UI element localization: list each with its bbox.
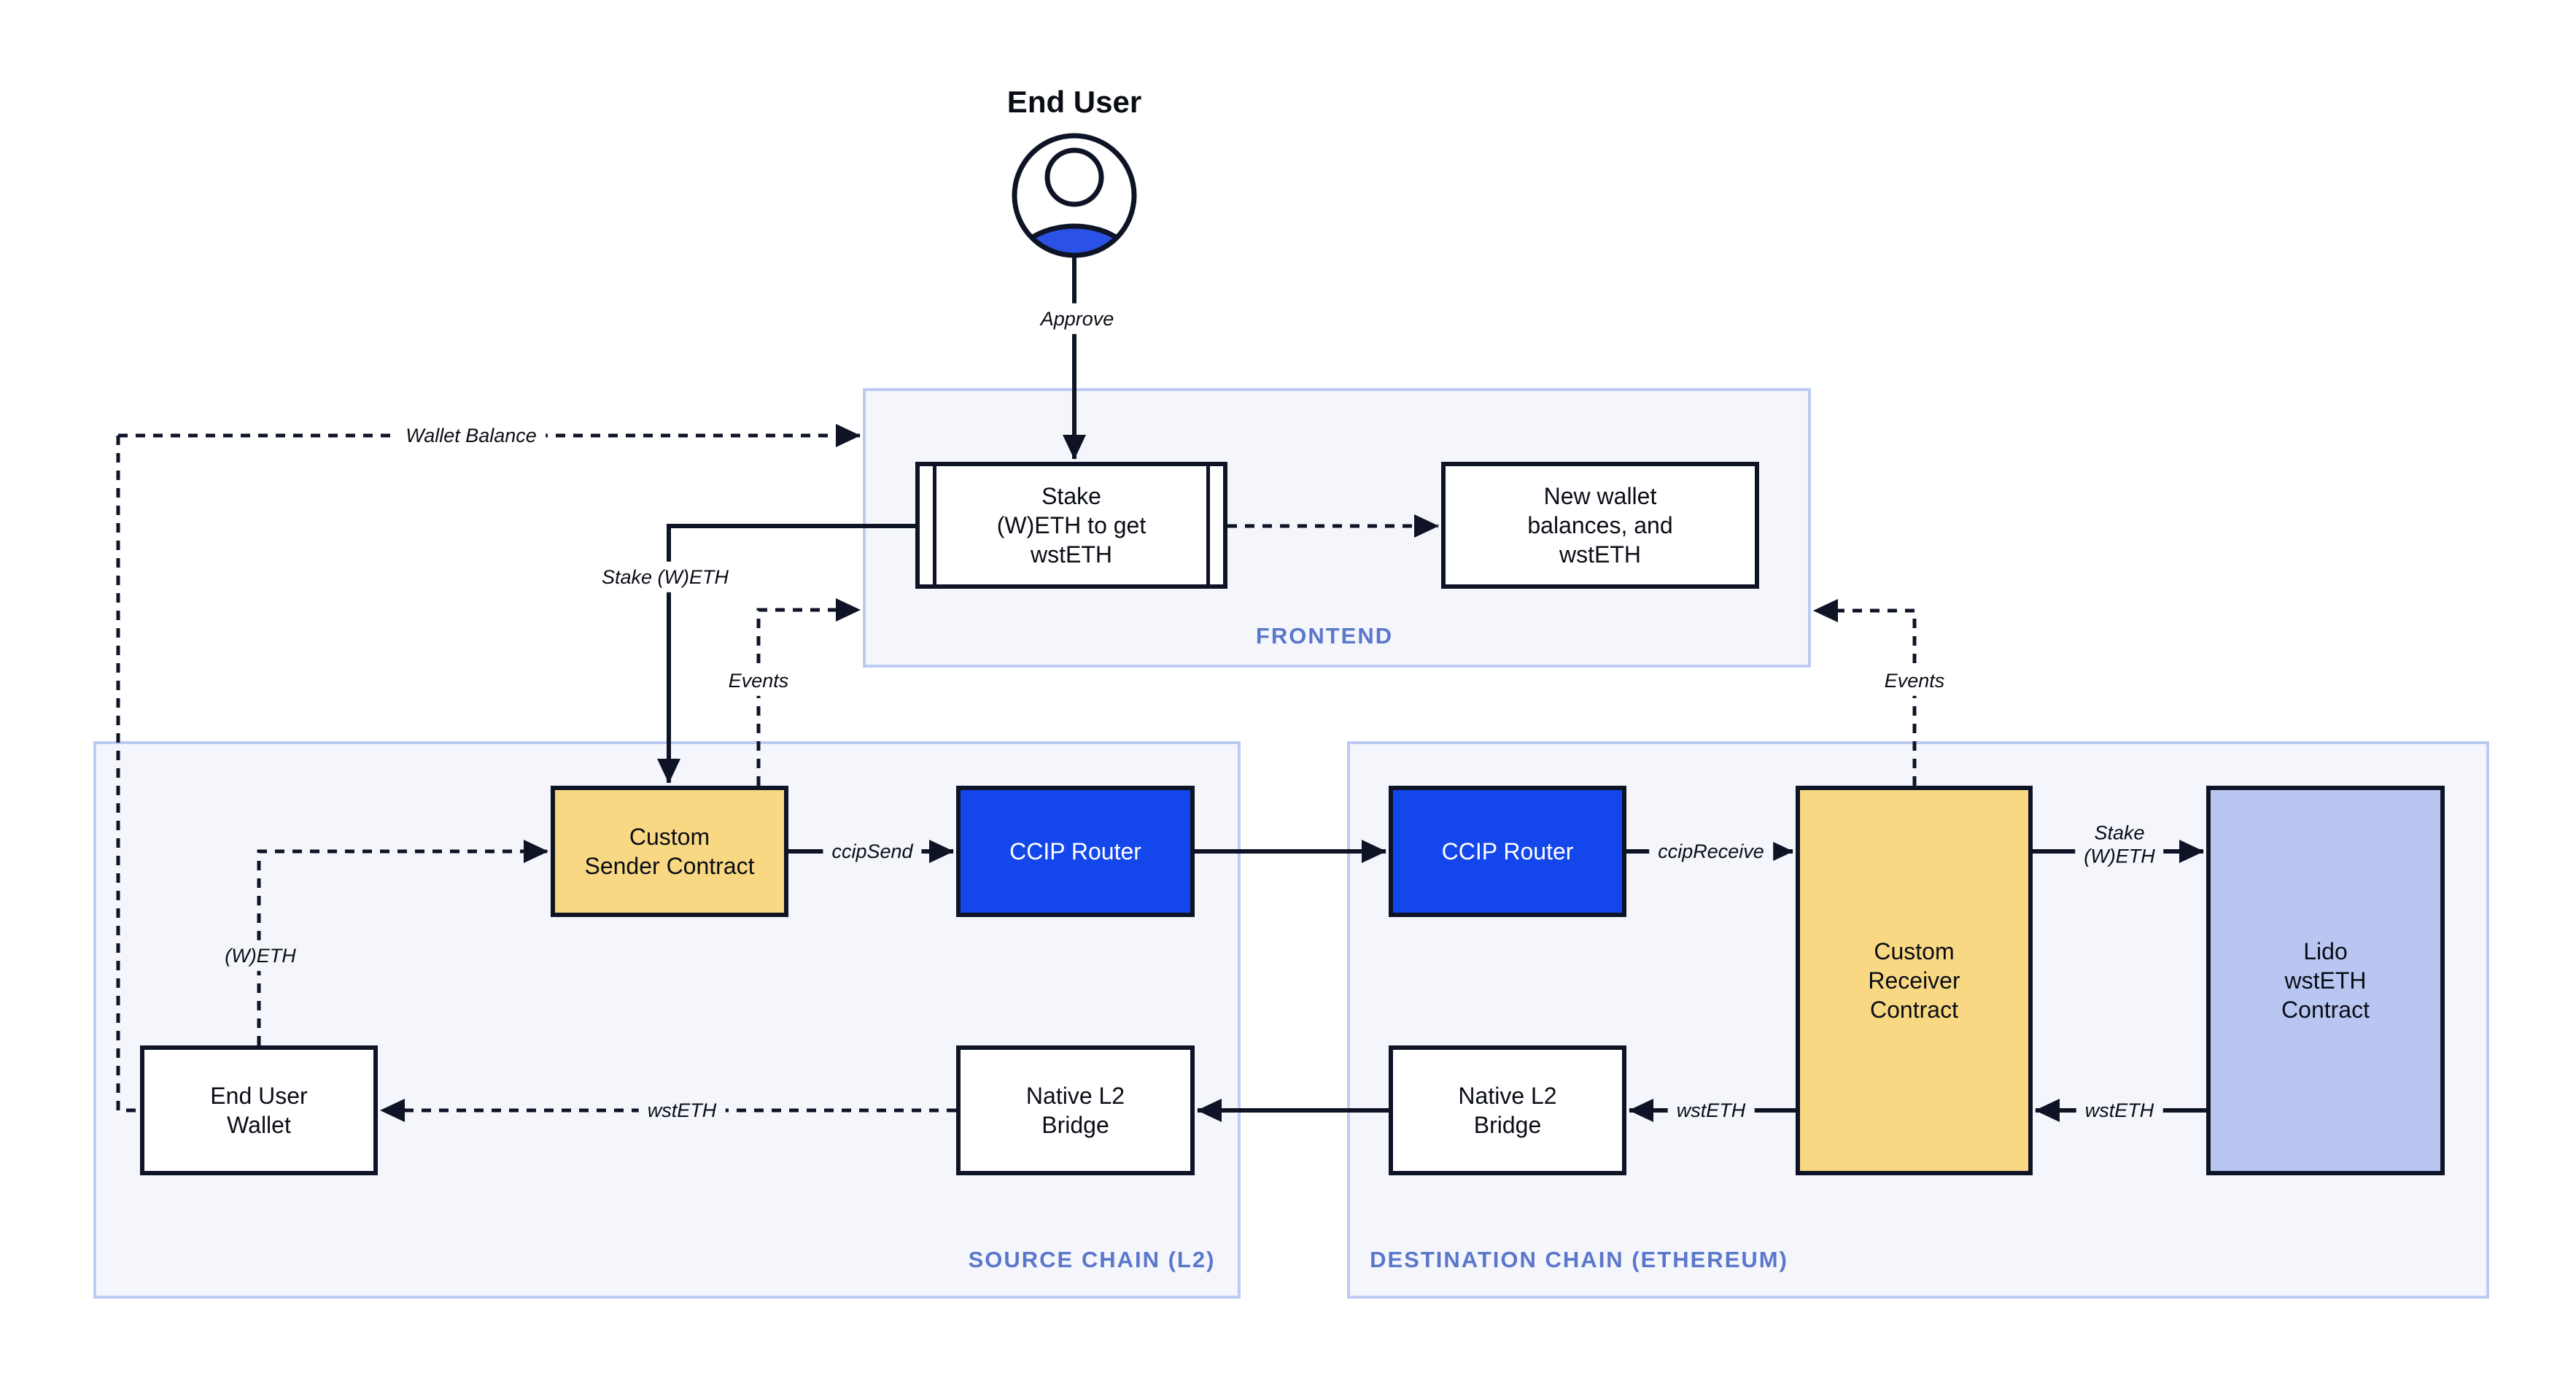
events-right-arrow — [1813, 599, 1917, 786]
ccip-router-source-box: CCIP Router — [956, 786, 1195, 917]
native-bridge-source-box: Native L2 Bridge — [956, 1045, 1195, 1175]
stake-weth-right-label: Stake (W)ETH — [2075, 817, 2164, 873]
lido-contract-box: Lido wstETH Contract — [2206, 786, 2445, 1175]
approve-label: Approve — [1031, 303, 1123, 335]
ccip-router-dest-box: CCIP Router — [1389, 786, 1626, 917]
stake-ui-box: Stake (W)ETH to get wstETH — [915, 462, 1227, 589]
wsteth-to-wallet-label: wstETH — [638, 1094, 726, 1126]
subprocess-bar-right — [1206, 466, 1210, 584]
wsteth-to-receiver-label: wstETH — [2076, 1094, 2163, 1126]
events-right-label: Events — [1875, 665, 1954, 697]
end-user-label: End User — [1006, 85, 1142, 119]
end-user-wallet-label: End User Wallet — [210, 1083, 308, 1138]
ccipsend-label: ccipSend — [823, 835, 922, 867]
destination-chain-label: DESTINATION CHAIN (ETHEREUM) — [1370, 1247, 1788, 1272]
native-bridge-source-label: Native L2 Bridge — [1025, 1083, 1125, 1138]
wallet-balance-label: Wallet Balance — [397, 419, 546, 452]
events-left-label: Events — [719, 665, 798, 697]
custom-sender-label: Custom Sender Contract — [584, 824, 755, 879]
custom-sender-box: Custom Sender Contract — [551, 786, 788, 917]
ccipreceive-label: ccipReceive — [1649, 835, 1773, 867]
wallet-balance-return-line — [116, 436, 140, 1113]
native-bridge-dest-box: Native L2 Bridge — [1389, 1045, 1626, 1175]
weth-wallet-to-sender-arrow — [257, 840, 548, 1045]
custom-receiver-label: Custom Receiver Contract — [1868, 938, 1960, 1023]
subprocess-bar-left — [933, 466, 936, 584]
end-user-wallet-box: End User Wallet — [140, 1045, 378, 1175]
stake-ui-label: Stake (W)ETH to get wstETH — [996, 483, 1147, 568]
native-bridge-dest-label: Native L2 Bridge — [1458, 1083, 1557, 1138]
events-left-arrow — [756, 598, 861, 786]
wsteth-to-dest-bridge-label: wstETH — [1667, 1094, 1755, 1126]
frontend-label: FRONTEND — [1255, 623, 1394, 649]
new-wallet-box: New wallet balances, and wstETH — [1441, 462, 1759, 589]
stake-weth-arrow — [657, 524, 915, 784]
lido-contract-label: Lido wstETH Contract — [2281, 938, 2370, 1023]
custom-receiver-box: Custom Receiver Contract — [1796, 786, 2033, 1175]
stake-weth-label: Stake (W)ETH — [592, 561, 738, 593]
ccip-router-source-label: CCIP Router — [1009, 838, 1141, 865]
ccip-router-dest-label: CCIP Router — [1441, 838, 1574, 865]
new-wallet-label: New wallet balances, and wstETH — [1527, 483, 1673, 568]
source-chain-label: SOURCE CHAIN (L2) — [968, 1247, 1216, 1272]
weth-label: (W)ETH — [216, 940, 305, 972]
